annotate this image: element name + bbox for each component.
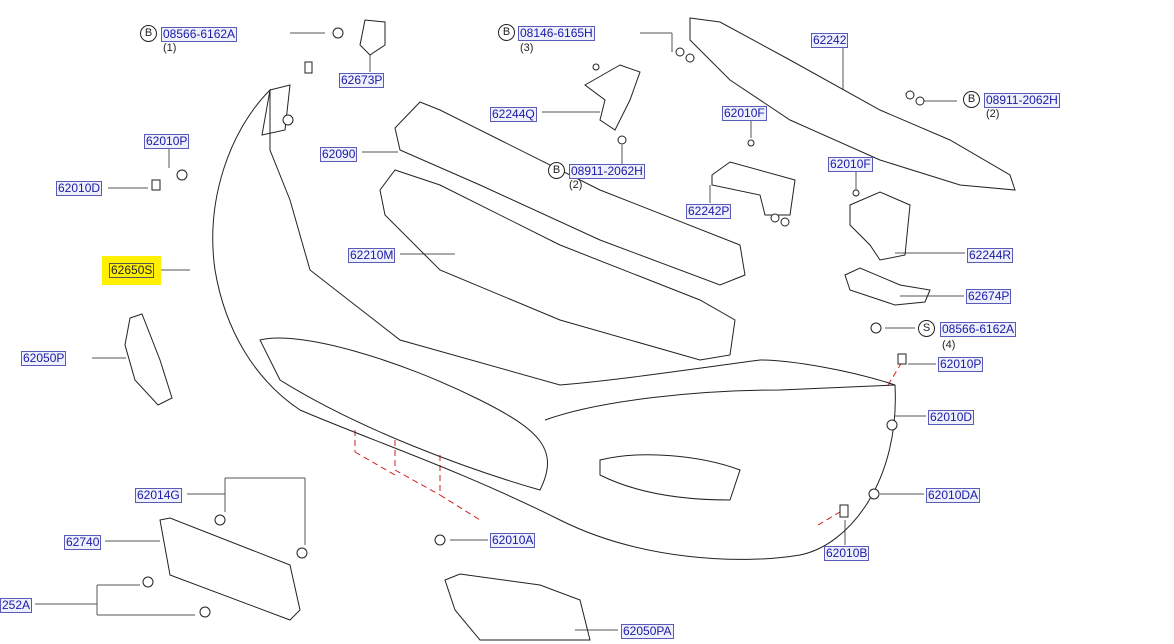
part-label-08911-2062H[interactable]: 08911-2062H [984, 93, 1060, 108]
part-label-62210M[interactable]: 62210M [348, 248, 396, 263]
part-label-62740[interactable]: 62740 [64, 535, 102, 550]
part-label-08911-2062H[interactable]: 08911-2062H [569, 164, 645, 179]
part-label-62010F[interactable]: 62010F [828, 157, 873, 172]
red-leader-lines [354, 361, 903, 526]
absorber-62210M [379, 169, 736, 361]
plate-bracket-62740 [159, 517, 301, 621]
part-label-62674P[interactable]: 62674P [966, 289, 1012, 304]
part-label-252A[interactable]: 252A [0, 598, 33, 613]
part-label-62050PA[interactable]: 62050PA [621, 624, 674, 639]
symbol-s: S [918, 320, 935, 337]
symbol-b: B [498, 24, 515, 41]
part-label-62242[interactable]: 62242 [811, 33, 849, 48]
part-label-62010D[interactable]: 62010D [928, 410, 975, 425]
part-label-62010P[interactable]: 62010P [144, 134, 190, 149]
quantity: (3) [520, 42, 534, 54]
part-label-08146-6165H[interactable]: 08146-6165H [518, 26, 595, 41]
part-label-62244R[interactable]: 62244R [967, 248, 1014, 263]
bracket-62673P [359, 19, 386, 56]
part-label-62244Q[interactable]: 62244Q [490, 107, 537, 122]
part-label-62010A[interactable]: 62010A [490, 533, 536, 548]
part-label-62650S-highlighted[interactable]: 62650S [109, 263, 155, 278]
symbol-b: B [963, 91, 980, 108]
part-label-62010B[interactable]: 62010B [824, 546, 870, 561]
part-label-62010DA[interactable]: 62010DA [926, 488, 981, 503]
garnish-62050P [124, 313, 173, 406]
quantity: (2) [569, 179, 583, 191]
part-label-62010P[interactable]: 62010P [938, 357, 984, 372]
symbol-b: B [140, 25, 157, 42]
quantity: (4) [942, 339, 956, 351]
reinforcement-62242 [689, 17, 1016, 191]
part-label-08566-6162A[interactable]: 08566-6162A [940, 322, 1017, 337]
bracket-62674P [844, 267, 931, 306]
part-label-08566-6162A[interactable]: 08566-6162A [161, 27, 238, 42]
part-label-62010D[interactable]: 62010D [56, 181, 103, 196]
part-label-62090[interactable]: 62090 [320, 147, 358, 162]
quantity: (2) [986, 108, 1000, 120]
part-label-62242P[interactable]: 62242P [686, 204, 732, 219]
part-label-62050P[interactable]: 62050P [21, 351, 67, 366]
symbol-b: B [548, 162, 565, 179]
fasteners [142, 27, 925, 618]
part-label-62014G[interactable]: 62014G [135, 488, 182, 503]
fog-lamp-opening [599, 454, 741, 501]
garnish-62050PA [444, 573, 591, 641]
quantity: (1) [163, 42, 177, 54]
bumper-cover [212, 88, 896, 560]
bracket-62244R [849, 191, 911, 261]
bracket-62244Q [584, 64, 641, 131]
part-label-62010F[interactable]: 62010F [722, 106, 767, 121]
absorber-62090 [394, 101, 746, 286]
part-label-62673P[interactable]: 62673P [339, 73, 385, 88]
